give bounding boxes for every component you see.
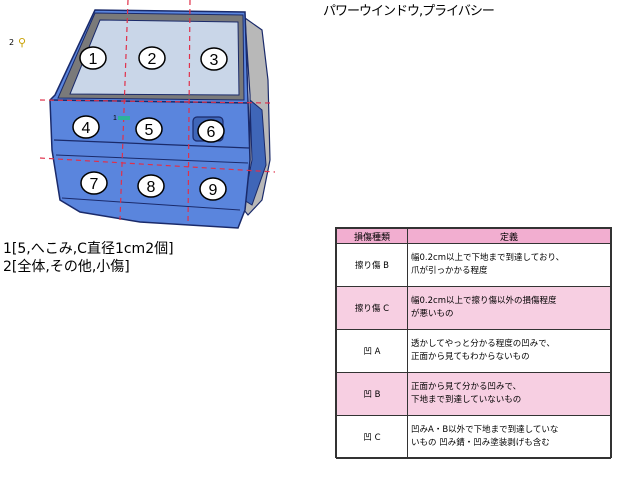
page-title: パワーウインドウ,プライバシー — [323, 4, 495, 19]
damage-note-2: 2[全体,その他,小傷] — [3, 259, 130, 275]
legend-kind: 凹 C — [336, 415, 408, 459]
zone-8: 8 — [137, 174, 165, 198]
svg-text:9: 9 — [209, 182, 218, 199]
svg-text:2: 2 — [148, 51, 157, 68]
door-diagram: 1 2 3 4 5 6 7 8 9 1 — [0, 0, 290, 240]
svg-text:6: 6 — [207, 124, 216, 141]
damage-marker-1: 1 — [113, 115, 117, 122]
door-rear-strip — [243, 98, 267, 206]
legend-kind: 擦り傷 C — [336, 286, 408, 330]
zone-9: 9 — [199, 177, 227, 201]
header-definition: 定義 — [407, 228, 611, 244]
body-crease-lower — [55, 154, 249, 164]
zone-3: 3 — [200, 47, 228, 71]
legend-row: 凹 C 凹みA・B以外で下地まで到達していないもの 凹み錆・凹み塗装剥げも含む — [336, 415, 611, 459]
pin-label: 2 — [9, 38, 15, 47]
svg-text:7: 7 — [90, 176, 99, 193]
svg-text:1: 1 — [89, 51, 98, 68]
legend-definition: 凹みA・B以外で下地まで到達していないもの 凹み錆・凹み塗装剥げも含む — [407, 415, 611, 459]
legend-row: 凹 B 正面から見て分かる凹みで、下地まで到達していないもの — [336, 372, 611, 416]
zone-markers: 1 2 3 4 5 6 7 8 9 — [72, 46, 228, 201]
damage-legend-table: 損傷種類 定義 擦り傷 B 幅0.2cm以上で下地まで到達しており、爪が引っかか… — [335, 227, 612, 459]
body-bottom-line — [61, 197, 241, 211]
zone-1: 1 — [79, 46, 107, 70]
legend-kind: 擦り傷 B — [336, 243, 408, 287]
body-crease-upper — [53, 139, 250, 149]
header-kind: 損傷種類 — [336, 228, 408, 244]
damage-note-1: 1[5,へこみ,C直径1cm2個] — [3, 241, 174, 257]
legend-kind: 凹 B — [336, 372, 408, 416]
map-pin-icon: ⚲ — [18, 36, 27, 49]
zone-2: 2 — [138, 46, 166, 70]
damage-notes: 1[5,へこみ,C直径1cm2個] 2[全体,その他,小傷] — [3, 240, 174, 276]
svg-text:3: 3 — [210, 52, 219, 69]
legend-row: 擦り傷 C 幅0.2cm以上で擦り傷以外の損傷程度が悪いもの — [336, 286, 611, 330]
zone-5: 5 — [135, 117, 163, 141]
legend-definition: 幅0.2cm以上で擦り傷以外の損傷程度が悪いもの — [407, 286, 611, 330]
legend-row: 凹 A 透かしてやっと分かる程度の凹みで、正面から見てもわからないもの — [336, 329, 611, 373]
zone-4: 4 — [72, 115, 100, 139]
zone-7: 7 — [80, 171, 108, 195]
svg-text:5: 5 — [145, 122, 154, 139]
legend-definition: 幅0.2cm以上で下地まで到達しており、爪が引っかかる程度 — [407, 243, 611, 287]
zone-seams — [39, 0, 276, 226]
svg-text:4: 4 — [82, 120, 91, 137]
svg-text:8: 8 — [147, 179, 156, 196]
damage-marker-dot — [118, 116, 130, 120]
legend-definition: 透かしてやっと分かる程度の凹みで、正面から見てもわからないもの — [407, 329, 611, 373]
legend-definition: 正面から見て分かる凹みで、下地まで到達していないもの — [407, 372, 611, 416]
zone-6: 6 — [197, 119, 225, 143]
legend-row: 擦り傷 B 幅0.2cm以上で下地まで到達しており、爪が引っかかる程度 — [336, 243, 611, 287]
legend-kind: 凹 A — [336, 329, 408, 373]
